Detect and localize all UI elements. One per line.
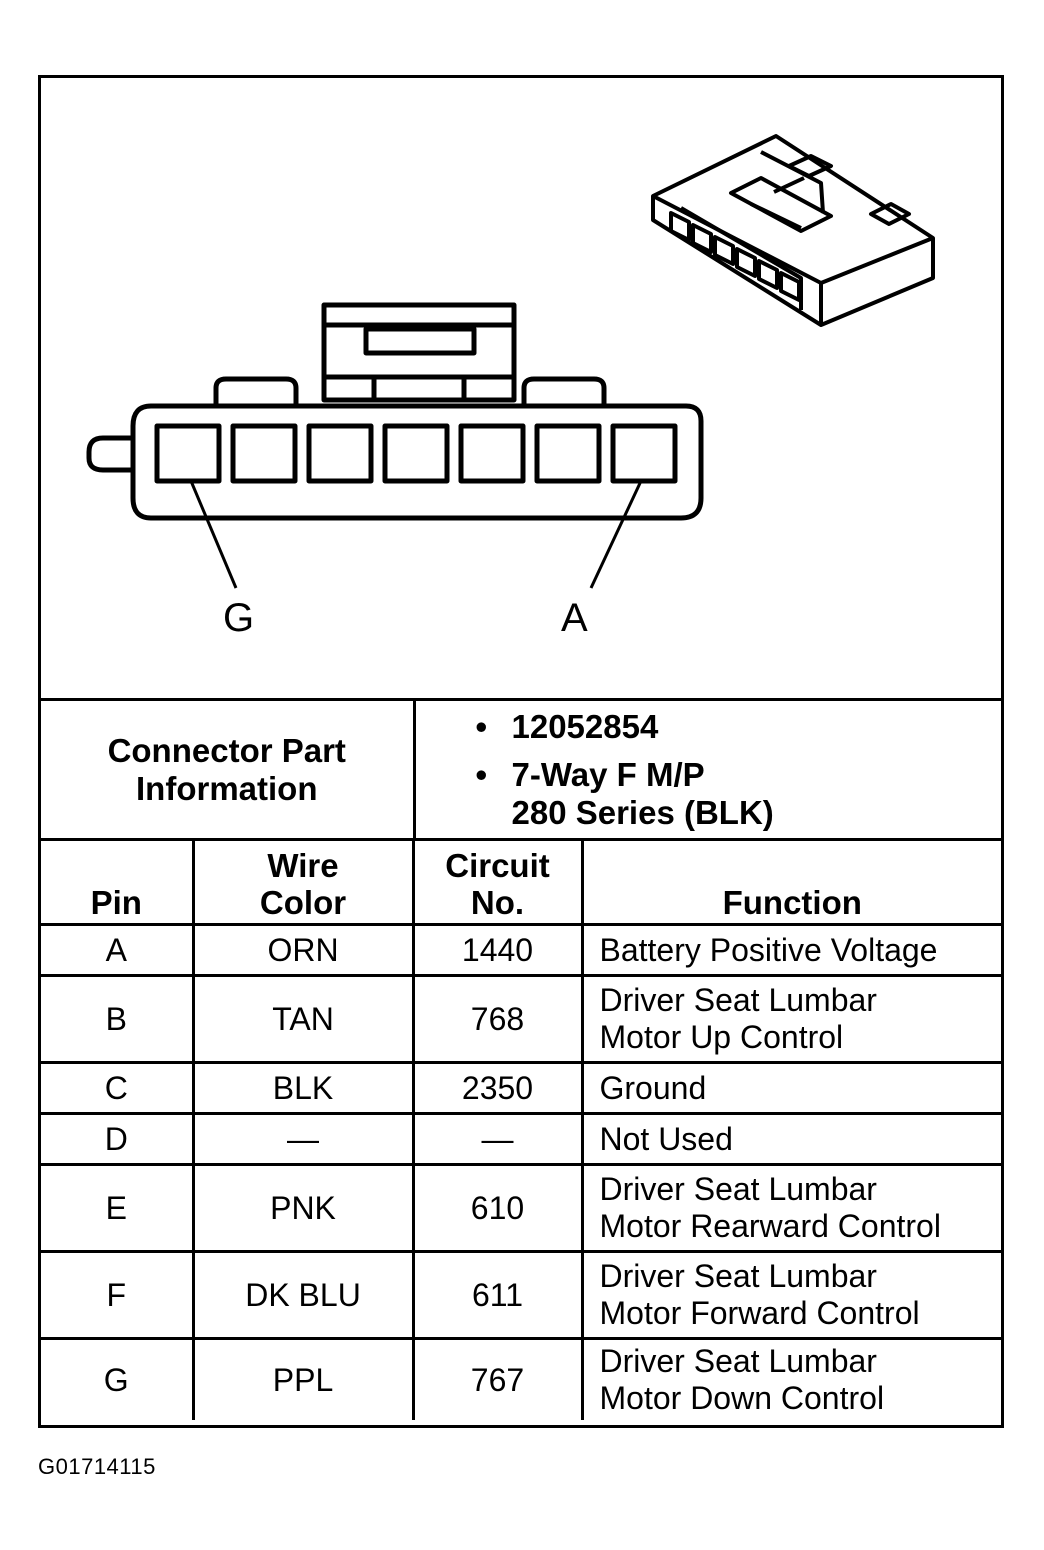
cavity-d [382,423,450,484]
connector-drawing: G A [41,78,1001,698]
wire-color-cell: PPL [191,1337,415,1420]
cpi-label-line2: Information [136,769,318,807]
pin-cell: F [41,1250,195,1340]
pin-a-label: A [561,596,588,640]
table-row: B TAN 768 Driver Seat Lumbar Motor Up Co… [41,974,1001,1064]
connector-part-info-values: 12052854 7-Way F M/P 280 Series (BLK) [412,698,1002,841]
function-cell: Ground [580,1061,1001,1115]
header-pin: Pin [41,838,195,926]
circuit-cell: 610 [411,1163,584,1253]
table-row: G PPL 767 Driver Seat Lumbar Motor Down … [41,1337,1001,1420]
connector-body [130,403,704,521]
connector-isometric-view [651,134,935,327]
cavity-b [534,423,602,484]
diagram-frame: G A Connector Part Information 12052854 … [38,75,1004,1428]
connector-series: 280 Series (BLK) [511,793,774,831]
cavity-c [458,423,526,484]
circuit-cell: — [411,1112,584,1166]
cavity-f [230,423,298,484]
pin-g-label: G [223,596,255,640]
header-function: Function [580,838,1001,926]
wire-color-cell: ORN [191,923,415,977]
header-wire-color: Wire Color [191,838,415,926]
cpi-label-line1: Connector Part [107,731,346,769]
connector-part-info-label: Connector Part Information [41,698,416,841]
function-cell: Driver Seat Lumbar Motor Down Control [580,1337,1001,1420]
connector-description: 7-Way F M/P [476,756,1002,794]
circuit-cell: 768 [411,974,584,1064]
table-row: D — — Not Used [41,1112,1001,1166]
pin-cell: E [41,1163,195,1253]
pin-function-table: Pin Wire Color Circuit No. Function A OR… [41,838,1001,1420]
wire-color-cell: DK BLU [191,1250,415,1340]
connector-face-illustration [86,134,935,589]
table-row: F DK BLU 611 Driver Seat Lumbar Motor Fo… [41,1250,1001,1340]
circuit-cell: 767 [411,1337,584,1420]
wire-color-cell: PNK [191,1163,415,1253]
pin-cell: B [41,974,195,1064]
function-cell: Not Used [580,1112,1001,1166]
table-row: E PNK 610 Driver Seat Lumbar Motor Rearw… [41,1163,1001,1253]
connector-part-info-table: Connector Part Information 12052854 7-Wa… [41,698,1001,841]
cavity-e [306,423,374,484]
circuit-cell: 1440 [411,923,584,977]
pin-table-header-row: Pin Wire Color Circuit No. Function [41,838,1001,926]
wire-color-cell: TAN [191,974,415,1064]
table-row: C BLK 2350 Ground [41,1061,1001,1115]
function-cell: Driver Seat Lumbar Motor Rearward Contro… [580,1163,1001,1253]
wire-color-cell: — [191,1112,415,1166]
pin-cell: A [41,923,195,977]
pin-cell: G [41,1337,195,1420]
part-number: 12052854 [476,708,1002,746]
pin-cell: C [41,1061,195,1115]
cavity-a [610,423,678,484]
pin-cell: D [41,1112,195,1166]
function-cell: Driver Seat Lumbar Motor Up Control [580,974,1001,1064]
figure-id: G01714115 [38,1454,156,1479]
wire-color-cell: BLK [191,1061,415,1115]
table-row: A ORN 1440 Battery Positive Voltage [41,923,1001,977]
leader-line-a [589,480,643,589]
function-cell: Battery Positive Voltage [580,923,1001,977]
leader-line-g [189,480,238,589]
circuit-cell: 2350 [411,1061,584,1115]
cavity-g [154,423,222,484]
circuit-cell: 611 [411,1250,584,1340]
latch-block [321,302,517,403]
function-cell: Driver Seat Lumbar Motor Forward Control [580,1250,1001,1340]
header-circuit-no: Circuit No. [411,838,584,926]
